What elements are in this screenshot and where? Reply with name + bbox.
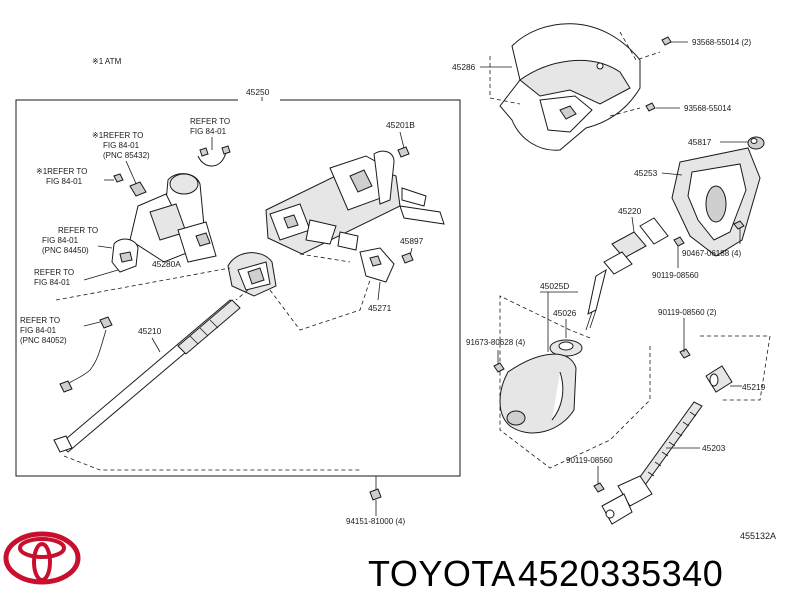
corner-code: 455132A: [740, 531, 776, 541]
atm-note: ※1 ATM: [92, 57, 122, 66]
upper-column-cover: [499, 23, 641, 151]
refer-5-line2: FIG 84-01: [34, 278, 71, 287]
brand-name: TOYOTA: [368, 553, 516, 594]
boot-45025d: [499, 353, 577, 434]
refer-4-line2: FIG 84-01: [42, 236, 79, 245]
refer-6-line3: (PNC 84052): [20, 336, 67, 345]
refer-2-line2: FIG 84-01: [103, 141, 140, 150]
switch-ref4: [111, 238, 139, 273]
label-45201b: 45201B: [386, 120, 415, 130]
lock-housing: [129, 173, 217, 263]
shaft-45203: [601, 401, 703, 525]
toyota-logo: [3, 531, 81, 585]
label-45897: 45897: [400, 236, 424, 246]
refer-1-line2: FIG 84-01: [190, 127, 227, 136]
pin-ref3: [113, 173, 124, 183]
label-93568-2: 93568-55014 (2): [692, 38, 751, 47]
bolt-91673: [493, 362, 505, 373]
seal-45026: [549, 339, 583, 357]
label-45286: 45286: [452, 62, 476, 72]
grommet-45817: [720, 136, 765, 150]
wire-ref6: [59, 316, 113, 393]
shaft-45210: [53, 299, 241, 453]
bracket-45271: [359, 247, 395, 283]
bolt-90119-a: [673, 236, 685, 268]
label-45250: 45250: [246, 87, 270, 97]
label-90119-2: 90119-08560 (2): [658, 308, 717, 317]
label-90119-b: 90119-08560: [566, 456, 613, 465]
switch-ref2: [129, 181, 147, 197]
label-45026: 45026: [553, 308, 577, 318]
bolt-90119-2: [679, 318, 691, 359]
label-45203: 45203: [702, 443, 726, 453]
refer-3-line1: ※1REFER TO: [36, 167, 87, 176]
label-45025d: 45025D: [540, 281, 569, 291]
refer-2-line1: ※1REFER TO: [92, 131, 143, 140]
grommet-94151: [369, 488, 382, 501]
label-45253: 45253: [634, 168, 658, 178]
assembly-frame: [15, 99, 461, 477]
label-45280a: 45280A: [152, 259, 181, 269]
label-45210: 45210: [138, 326, 162, 336]
refer-3-line2: FIG 84-01: [46, 177, 83, 186]
shaft-45220: [585, 217, 669, 331]
label-93568: 93568-55014: [684, 104, 732, 113]
refer-6-line2: FIG 84-01: [20, 326, 57, 335]
refer-4-line1: REFER TO: [58, 226, 98, 235]
cover-45253: [671, 147, 761, 257]
clip-45201b: [397, 146, 410, 158]
label-90467: 90467-06188 (4): [682, 249, 741, 258]
refer-5-line1: REFER TO: [34, 268, 74, 277]
screw-93568: [645, 102, 680, 112]
bolt-45897: [401, 252, 414, 264]
label-45817: 45817: [688, 137, 712, 147]
clamp-ref1: [197, 145, 231, 167]
screw-93568-2: [661, 36, 688, 46]
label-94151: 94151-81000 (4): [346, 517, 405, 526]
label-45271: 45271: [368, 303, 392, 313]
refer-4-line3: (PNC 84450): [42, 246, 89, 255]
label-90119-a: 90119-08560: [652, 271, 699, 280]
refer-1-line1: REFER TO: [190, 117, 230, 126]
clip-90467: [733, 220, 745, 244]
label-91673: 91673-80628 (4): [466, 338, 525, 347]
refer-2-line3: (PNC 85432): [103, 151, 150, 160]
label-45220: 45220: [618, 206, 642, 216]
bushing-45219: [705, 365, 733, 393]
bolt-90119-b: [593, 466, 605, 493]
refer-6-line1: REFER TO: [20, 316, 60, 325]
label-45219: 45219: [742, 382, 766, 392]
part-number: 4520335340: [518, 553, 723, 594]
column-body: [227, 150, 445, 297]
